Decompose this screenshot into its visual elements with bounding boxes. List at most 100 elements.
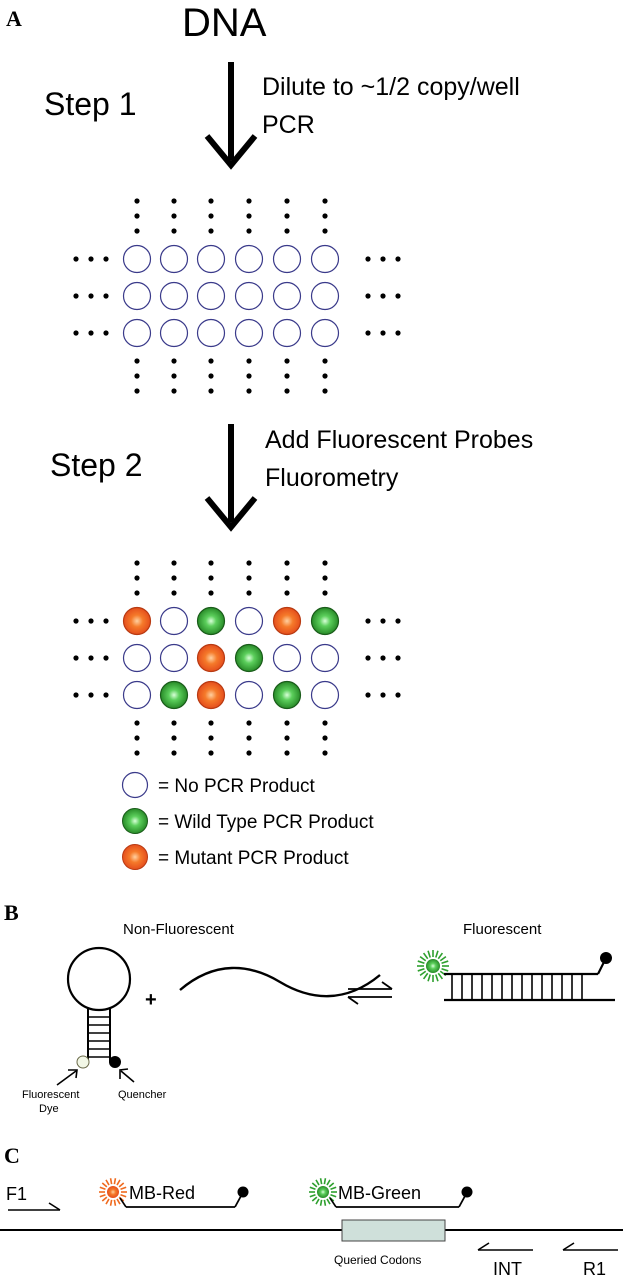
legend-mutant-label: = Mutant PCR Product (158, 848, 349, 869)
well-empty (234, 318, 264, 348)
continuation-dot (88, 618, 94, 624)
continuation-dot (208, 198, 214, 204)
continuation-dot (171, 228, 177, 234)
continuation-dot (134, 373, 140, 379)
step2-note-line1: Add Fluorescent Probes (265, 426, 533, 454)
red-burst-icon (99, 1178, 127, 1206)
step1-arrow (204, 62, 258, 170)
continuation-dot (73, 293, 79, 299)
continuation-dot (365, 655, 371, 661)
continuation-dot (134, 590, 140, 596)
continuation-dot (284, 358, 290, 364)
continuation-dot (208, 750, 214, 756)
well-mutant (122, 606, 152, 636)
continuation-dot (103, 256, 109, 262)
hybrid-quencher-dot (600, 952, 612, 964)
continuation-dot (73, 655, 79, 661)
continuation-dot (171, 735, 177, 741)
continuation-dot (208, 358, 214, 364)
continuation-dot (284, 213, 290, 219)
step2-label: Step 2 (50, 447, 143, 483)
continuation-dot (284, 228, 290, 234)
step1-note-line1: Dilute to ~1/2 copy/well (262, 73, 520, 101)
continuation-dot (134, 213, 140, 219)
continuation-dot (380, 330, 386, 336)
continuation-dot (284, 750, 290, 756)
continuation-dot (246, 373, 252, 379)
continuation-dot (365, 256, 371, 262)
continuation-dot (322, 228, 328, 234)
step1-label: Step 1 (44, 86, 137, 122)
equilibrium-arrows (347, 981, 393, 1005)
well-empty (159, 281, 189, 311)
continuation-dot (103, 692, 109, 698)
well-empty (272, 244, 302, 274)
well-mutant (196, 643, 226, 673)
quencher-label: Quencher (118, 1089, 167, 1101)
continuation-dot (395, 655, 401, 661)
r1-label: R1 (583, 1259, 606, 1279)
mb-red-quencher (237, 1186, 249, 1198)
step1-note-line2: PCR (262, 111, 315, 139)
continuation-dot (284, 388, 290, 394)
well-empty (234, 281, 264, 311)
well-empty (310, 680, 340, 710)
continuation-dot (103, 330, 109, 336)
continuation-dot (322, 388, 328, 394)
continuation-dot (284, 575, 290, 581)
continuation-dot (73, 330, 79, 336)
well-empty (310, 281, 340, 311)
continuation-dot (380, 256, 386, 262)
continuation-dot (134, 198, 140, 204)
quencher-pointer (119, 1068, 135, 1083)
continuation-dot (246, 228, 252, 234)
continuation-dot (322, 198, 328, 204)
continuation-dot (134, 388, 140, 394)
f1-primer: F1 (6, 1184, 61, 1211)
continuation-dot (171, 213, 177, 219)
quencher-dot (109, 1056, 121, 1068)
continuation-dot (208, 373, 214, 379)
continuation-dot (134, 750, 140, 756)
well-empty (310, 318, 340, 348)
well-empty (196, 244, 226, 274)
well-empty (122, 318, 152, 348)
continuation-dot (380, 293, 386, 299)
non-fluorescent-label: Non-Fluorescent (123, 921, 235, 938)
continuation-dot (171, 373, 177, 379)
continuation-dot (284, 560, 290, 566)
queried-codons-label: Queried Codons (334, 1253, 421, 1267)
continuation-dot (322, 358, 328, 364)
green-burst-icon-c (309, 1178, 337, 1206)
well-empty (310, 244, 340, 274)
well-wild-type (234, 643, 264, 673)
well-wild-type (272, 680, 302, 710)
continuation-dot (284, 735, 290, 741)
continuation-dot (103, 655, 109, 661)
mb-green-probe: MB-Green (309, 1178, 473, 1208)
well-empty (234, 606, 264, 636)
dye-label-line2: Dye (39, 1103, 59, 1115)
well-wild-type (196, 606, 226, 636)
continuation-dot (88, 293, 94, 299)
continuation-dot (395, 692, 401, 698)
continuation-dot (365, 692, 371, 698)
mb-green-label: MB-Green (338, 1183, 421, 1203)
continuation-dot (73, 692, 79, 698)
fluorescent-label: Fluorescent (463, 921, 542, 938)
mb-red-label: MB-Red (129, 1183, 195, 1203)
legend-wild-well (122, 808, 148, 834)
continuation-dot (171, 560, 177, 566)
well-wild-type (310, 606, 340, 636)
continuation-dot (208, 388, 214, 394)
legend-wild-label: = Wild Type PCR Product (158, 812, 374, 833)
continuation-dot (246, 358, 252, 364)
continuation-dot (395, 256, 401, 262)
well-empty (196, 318, 226, 348)
green-burst-icon (417, 950, 449, 982)
continuation-dot (246, 735, 252, 741)
continuation-dot (322, 213, 328, 219)
continuation-dot (88, 256, 94, 262)
continuation-dot (171, 198, 177, 204)
mb-red-probe: MB-Red (99, 1178, 249, 1208)
